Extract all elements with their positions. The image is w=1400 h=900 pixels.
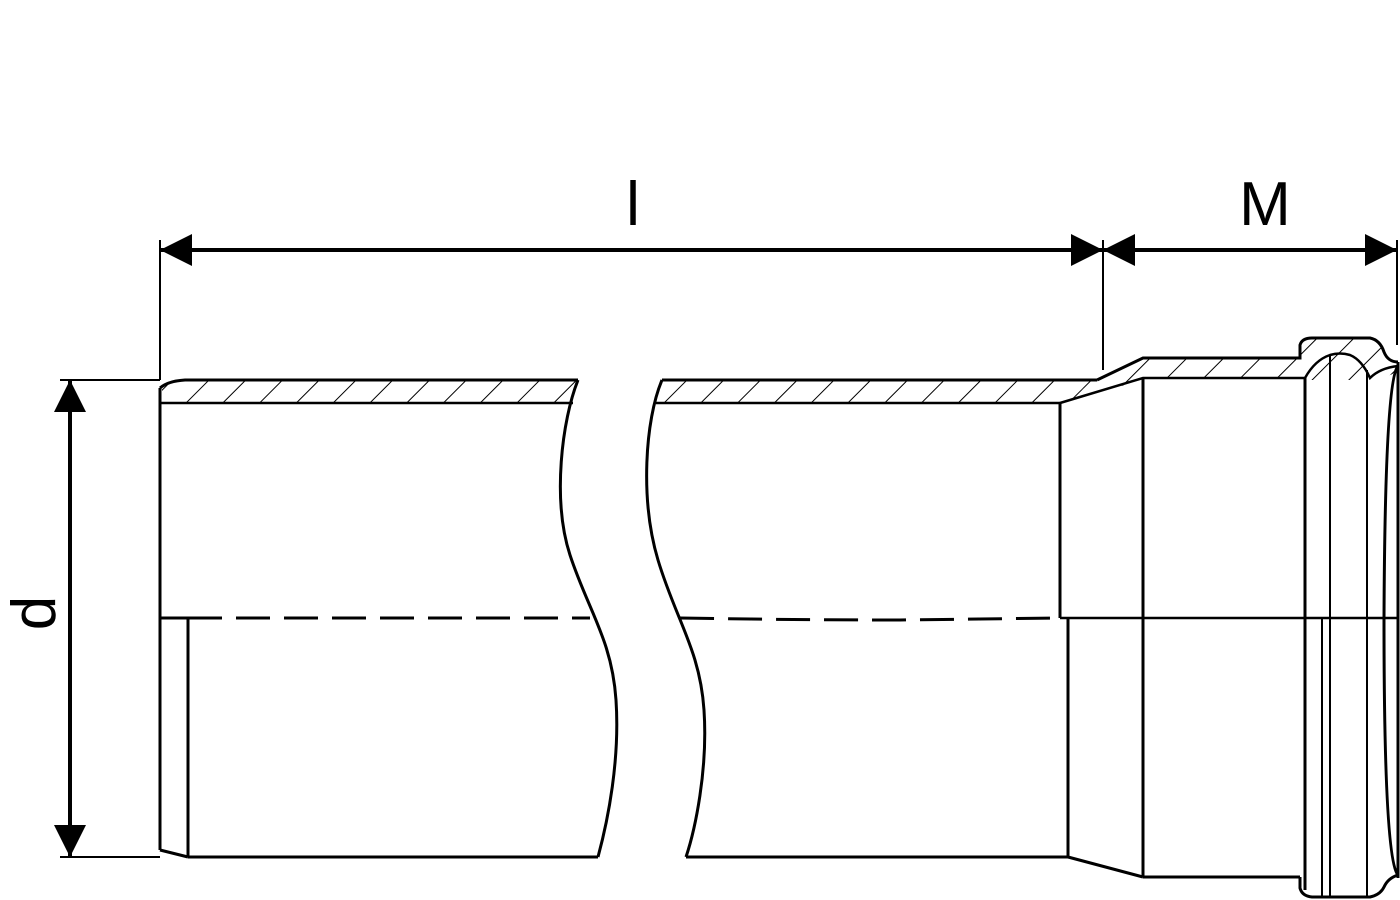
pipe-left-section <box>158 378 619 859</box>
diameter-arrow-bottom <box>54 825 86 857</box>
socket-body-hatch <box>1143 358 1300 378</box>
diameter-dimension: d <box>0 379 160 858</box>
socket-arrow-left <box>1103 234 1135 266</box>
pipe-spigot-bevel <box>159 616 190 859</box>
socket-ring-bottom <box>1298 873 1399 899</box>
pipe-socket <box>1058 336 1400 899</box>
socket-depth-label: M <box>1239 170 1291 239</box>
socket-arrow-right <box>1365 234 1397 266</box>
socket-inner-line <box>1059 352 1399 405</box>
pipe-centerline <box>160 616 1398 622</box>
diameter-arrow-top <box>54 380 86 412</box>
centerline-right-dashed <box>679 616 1061 622</box>
pipe-left-outer-line <box>159 378 578 390</box>
pipe-left-break-line <box>558 379 619 858</box>
length-label: l <box>626 170 640 239</box>
diameter-label: d <box>0 596 69 630</box>
socket-outer-profile <box>1096 336 1399 382</box>
length-arrow-left <box>160 234 192 266</box>
pipe-left-wall-hatch <box>162 380 578 403</box>
pipe-right-section <box>645 378 1097 859</box>
pipe-right-wall-hatch <box>656 380 1097 403</box>
socket-depth-dimension: M <box>1102 170 1398 370</box>
socket-ring-hatch <box>1300 338 1398 380</box>
socket-end-profile <box>1382 364 1400 877</box>
socket-taper-bottom <box>1067 855 1144 879</box>
length-arrow-right <box>1071 234 1103 266</box>
length-dimension: l <box>159 170 1103 380</box>
pipe-right-break-line <box>645 379 707 858</box>
